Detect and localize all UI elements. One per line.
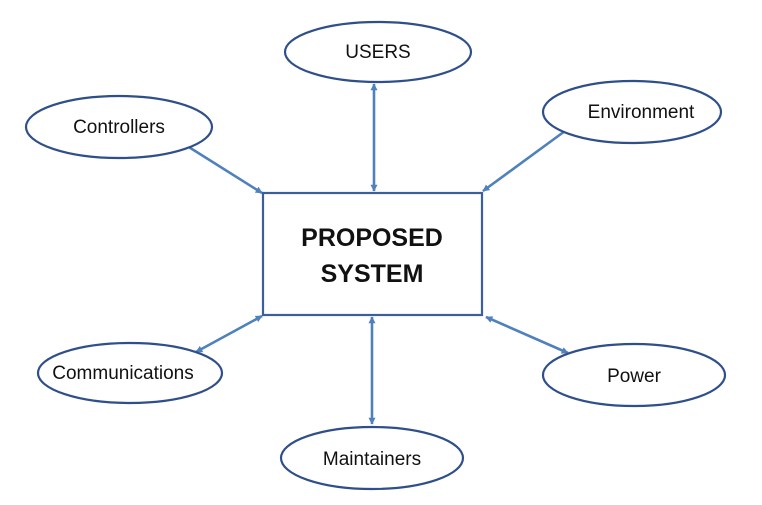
node-power: Power	[541, 342, 727, 408]
power-label: Power	[607, 366, 662, 387]
communications-ellipse	[36, 341, 224, 405]
power-ellipse	[541, 342, 727, 408]
center-label-line2: SYSTEM	[321, 260, 424, 288]
center-label-line1: PROPOSED	[301, 224, 443, 252]
proposed-system-box	[261, 191, 484, 317]
maintainers-label: Maintainers	[323, 449, 421, 470]
environment-ellipse	[541, 79, 723, 145]
users-label: USERS	[345, 42, 410, 63]
node-maintainers: Maintainers	[279, 425, 465, 491]
controllers-ellipse	[24, 94, 214, 160]
node-communications: Communications	[36, 341, 224, 405]
center-node: PROPOSED SYSTEM	[261, 191, 484, 317]
connector-communications	[195, 314, 263, 354]
node-users: USERS	[283, 20, 473, 84]
connector-environment	[482, 129, 566, 193]
node-controllers: Controllers	[24, 94, 214, 160]
controllers-label: Controllers	[73, 117, 165, 138]
connector-controllers	[183, 142, 263, 195]
connectors	[183, 83, 569, 425]
maintainers-ellipse	[279, 425, 465, 491]
node-environment: Environment	[541, 79, 723, 145]
environment-label: Environment	[588, 102, 695, 123]
users-ellipse	[283, 20, 473, 84]
communications-label: Communications	[52, 363, 194, 384]
connector-power	[485, 315, 569, 355]
